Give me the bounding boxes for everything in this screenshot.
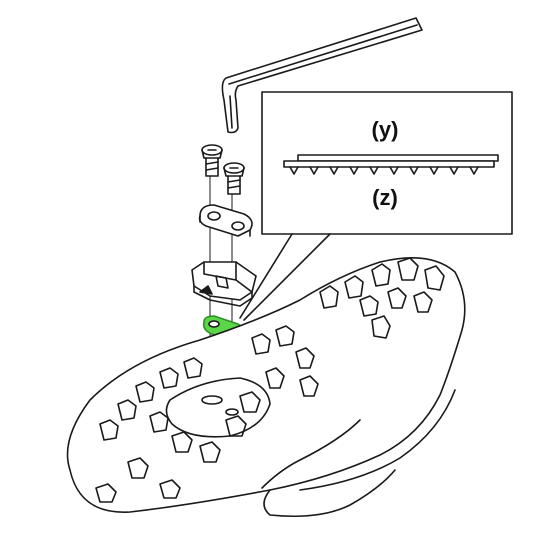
washer-plate: [198, 204, 253, 237]
label-z: (z): [372, 185, 398, 210]
shim-profile: [283, 154, 499, 175]
cleat: [191, 261, 257, 307]
screw-left: [201, 144, 223, 177]
hex-key: [221, 17, 423, 134]
screw-right: [223, 162, 245, 195]
callout-box: [239, 91, 513, 321]
shoe-sole: [66, 257, 466, 518]
label-y: (y): [372, 117, 399, 142]
